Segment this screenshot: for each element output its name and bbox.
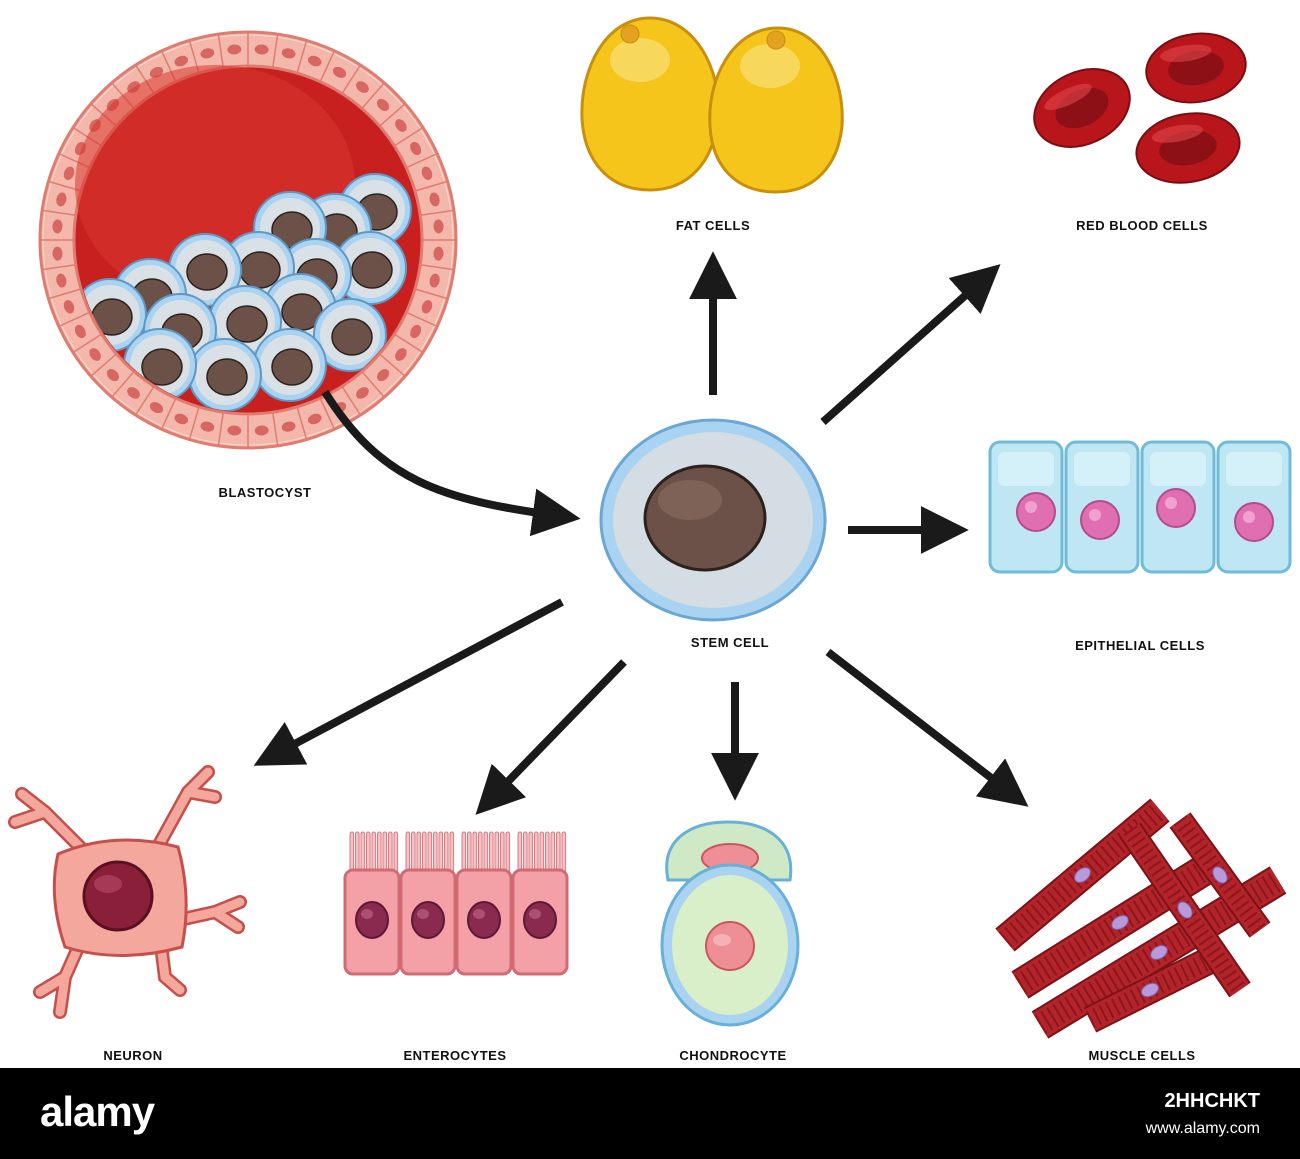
arrow-to-enterocytes	[475, 659, 627, 815]
arrows	[253, 251, 1029, 815]
red-blood-cells-illustration	[1033, 32, 1247, 184]
blastocyst-illustration	[38, 30, 458, 450]
arrow-to-red-blood-cells	[820, 264, 1001, 425]
epithelial-cells-illustration	[988, 440, 1292, 574]
label-chondrocyte: CHONDROCYTE	[679, 1048, 787, 1063]
site-url: www.alamy.com	[1145, 1120, 1260, 1137]
arrow-blastocyst-to-stem	[321, 389, 581, 537]
neuron-illustration	[8, 765, 247, 1019]
fat-cells-illustration	[580, 16, 844, 194]
chondrocyte-illustration	[660, 820, 800, 1027]
label-epithelial-cells: EPITHELIAL CELLS	[1075, 638, 1205, 653]
label-red-blood-cells: RED BLOOD CELLS	[1076, 218, 1208, 233]
label-stem-cell: STEM CELL	[690, 635, 770, 650]
label-fat-cells: FAT CELLS	[675, 218, 751, 233]
label-blastocyst: BLASTOCYST	[218, 485, 312, 500]
label-muscle-cells: MUSCLE CELLS	[1088, 1048, 1196, 1063]
label-neuron: NEURON	[103, 1048, 163, 1063]
watermark-footer: alamy 2HHCHKT www.alamy.com	[0, 1068, 1300, 1159]
arrow-to-neuron	[253, 598, 564, 766]
label-enterocytes: ENTEROCYTES	[403, 1048, 507, 1063]
enterocytes-illustration	[343, 831, 569, 976]
arrow-to-muscle-cells	[825, 648, 1029, 807]
stem-cell-illustration	[599, 418, 827, 622]
muscle-cells-illustration	[995, 798, 1287, 1039]
image-id: 2HHCHKT	[1164, 1090, 1260, 1112]
stem-cell-diagram	[8, 16, 1292, 1039]
brand-logo: alamy	[40, 1088, 155, 1135]
